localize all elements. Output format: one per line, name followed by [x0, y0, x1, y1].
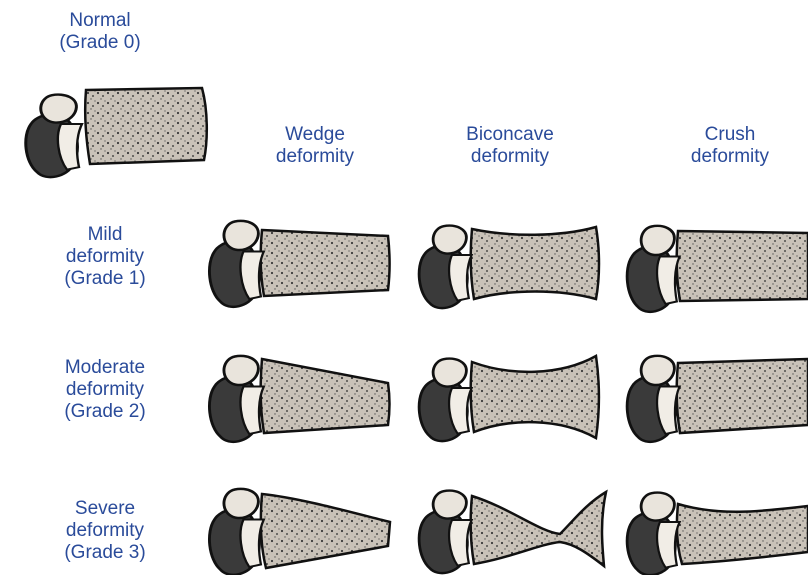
mild-crush-vertebra-illustration: [618, 215, 808, 315]
row-label-mild: Mild deformity (Grade 1): [45, 224, 165, 290]
row-label-severe: Severe deformity (Grade 3): [45, 498, 165, 564]
moderate-crush-vertebra-illustration: [618, 345, 808, 445]
moderate-wedge-vertebra-illustration: [200, 345, 394, 445]
severe-wedge-vertebra-illustration: [200, 478, 394, 575]
severe-biconcave-vertebra-illustration: [410, 480, 608, 575]
row-label-normal: Normal (Grade 0): [50, 10, 150, 54]
row-label-moderate: Moderate deformity (Grade 2): [40, 357, 170, 423]
column-header-crush: Crush deformity: [670, 124, 790, 168]
column-header-biconcave: Biconcave deformity: [440, 124, 580, 168]
mild-biconcave-vertebra-illustration: [410, 215, 604, 315]
mild-wedge-vertebra-illustration: [200, 210, 394, 310]
moderate-biconcave-vertebra-illustration: [410, 348, 604, 448]
column-header-wedge: Wedge deformity: [255, 124, 375, 168]
severe-crush-vertebra-illustration: [618, 482, 808, 575]
normal-vertebra-illustration: [16, 80, 210, 180]
